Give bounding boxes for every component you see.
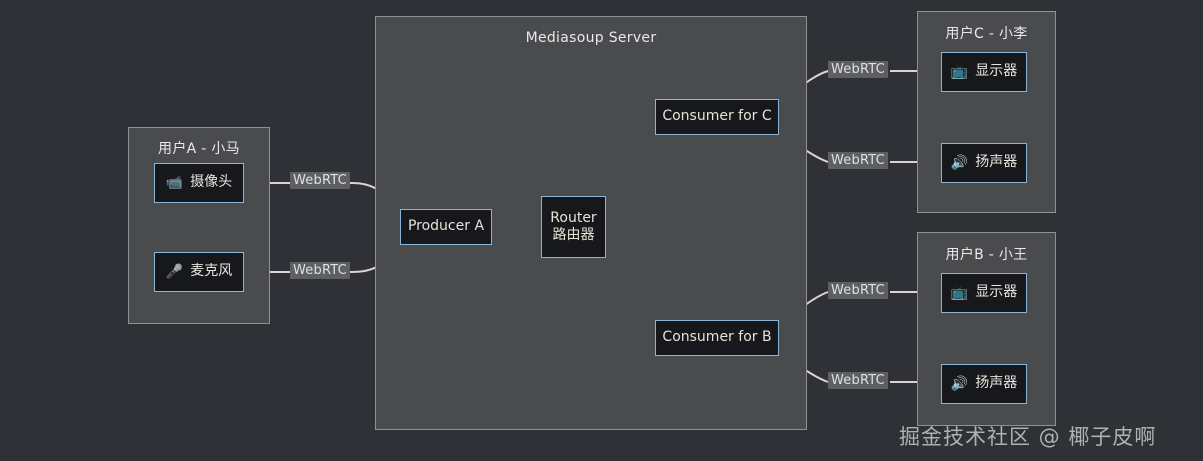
node-consumer-b-label: Consumer for B — [662, 329, 772, 346]
group-user-b-title: 用户B - 小王 — [945, 247, 1028, 263]
node-producer-a-label: Producer A — [407, 218, 485, 235]
microphone-icon: 🎤 — [165, 264, 184, 280]
edge-label-consumer-b-speaker-webrtc: WebRTC — [828, 372, 888, 389]
node-router-label-en: Router — [550, 209, 597, 226]
edge-label-consumer-b-display-webrtc: WebRTC — [828, 282, 888, 299]
speaker-icon: 🔊 — [950, 155, 969, 171]
node-speaker-c[interactable]: 🔊 扬声器 — [941, 143, 1027, 183]
speaker-icon: 🔊 — [950, 376, 969, 392]
node-speaker-b[interactable]: 🔊 扬声器 — [941, 364, 1027, 404]
node-display-c-label: 显示器 — [975, 63, 1018, 80]
node-speaker-b-label: 扬声器 — [975, 375, 1018, 392]
node-display-c[interactable]: 📺 显示器 — [941, 52, 1027, 92]
group-user-a: 用户A - 小马 — [128, 127, 270, 324]
node-display-b-label: 显示器 — [975, 284, 1018, 301]
node-consumer-for-b[interactable]: Consumer for B — [655, 320, 779, 356]
monitor-icon: 📺 — [950, 64, 969, 80]
node-camera-label: 摄像头 — [190, 174, 233, 191]
node-speaker-c-label: 扬声器 — [975, 154, 1018, 171]
monitor-icon: 📺 — [950, 285, 969, 301]
node-router-label-zh: 路由器 — [552, 227, 595, 243]
node-display-b[interactable]: 📺 显示器 — [941, 273, 1027, 313]
node-camera[interactable]: 📹 摄像头 — [154, 163, 244, 203]
group-server-title: Mediasoup Server — [525, 30, 657, 46]
edge-label-microphone-webrtc: WebRTC — [290, 262, 350, 279]
edge-label-consumer-c-speaker-webrtc: WebRTC — [828, 152, 888, 169]
watermark: 掘金技术社区 @ 椰子皮啊 — [899, 425, 1157, 449]
edge-label-camera-webrtc: WebRTC — [290, 172, 350, 189]
group-user-a-title: 用户A - 小马 — [158, 141, 240, 157]
node-consumer-for-c[interactable]: Consumer for C — [655, 99, 779, 135]
node-producer-a[interactable]: Producer A — [400, 209, 492, 245]
node-router[interactable]: Router 路由器 — [541, 196, 606, 258]
group-user-c-title: 用户C - 小李 — [945, 26, 1028, 42]
edge-label-consumer-c-display-webrtc: WebRTC — [828, 61, 888, 78]
node-consumer-c-label: Consumer for C — [662, 108, 772, 125]
node-microphone[interactable]: 🎤 麦克风 — [154, 252, 244, 292]
camera-icon: 📹 — [165, 175, 184, 191]
node-microphone-label: 麦克风 — [190, 263, 233, 280]
